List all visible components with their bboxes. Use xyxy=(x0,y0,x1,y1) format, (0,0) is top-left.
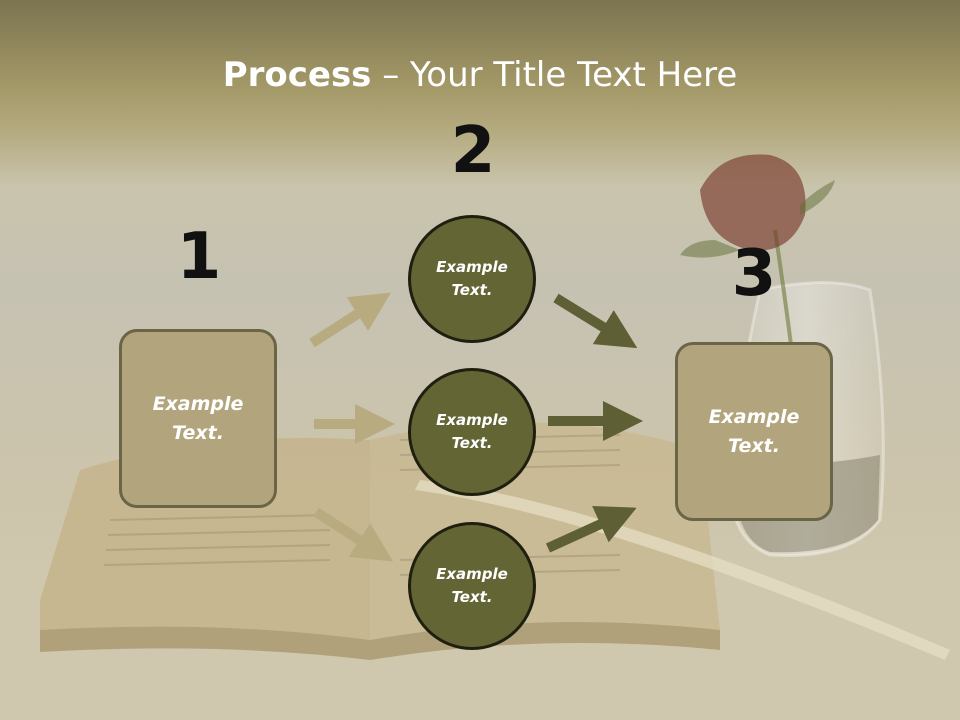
right-text-box: Example Text. xyxy=(675,342,833,521)
circle-bottom-line-1: Example xyxy=(436,565,508,583)
arrow-box1-to-circle-top xyxy=(309,292,392,348)
arrow-circle-top-to-box3 xyxy=(553,293,638,349)
circle-middle: Example Text. xyxy=(408,368,536,496)
circle-top-line-2: Text. xyxy=(451,281,493,299)
circle-bottom: Example Text. xyxy=(408,522,536,650)
arrow-box1-to-circle-bottom xyxy=(313,507,394,562)
left-box-line-1: Example xyxy=(152,392,244,415)
circle-bottom-line-2: Text. xyxy=(451,588,493,606)
circle-top-line-1: Example xyxy=(436,258,508,276)
title-rest: – Your Title Text Here xyxy=(371,55,738,95)
step-number-3: 3 xyxy=(731,237,777,311)
title-bold: Process xyxy=(222,55,372,95)
right-box-line-2: Text. xyxy=(728,434,780,457)
circle-top: Example Text. xyxy=(408,215,536,343)
left-text-box: Example Text. xyxy=(119,329,277,508)
circle-middle-line-2: Text. xyxy=(451,434,493,452)
right-box-line-1: Example xyxy=(708,405,800,428)
circle-middle-line-1: Example xyxy=(436,411,508,429)
arrow-circle-bottom-to-box3 xyxy=(545,505,637,553)
slide-title: Process – Your Title Text Here xyxy=(0,50,960,100)
step-number-2: 2 xyxy=(450,114,496,188)
step-number-1: 1 xyxy=(176,220,222,294)
left-box-line-2: Text. xyxy=(172,421,224,444)
